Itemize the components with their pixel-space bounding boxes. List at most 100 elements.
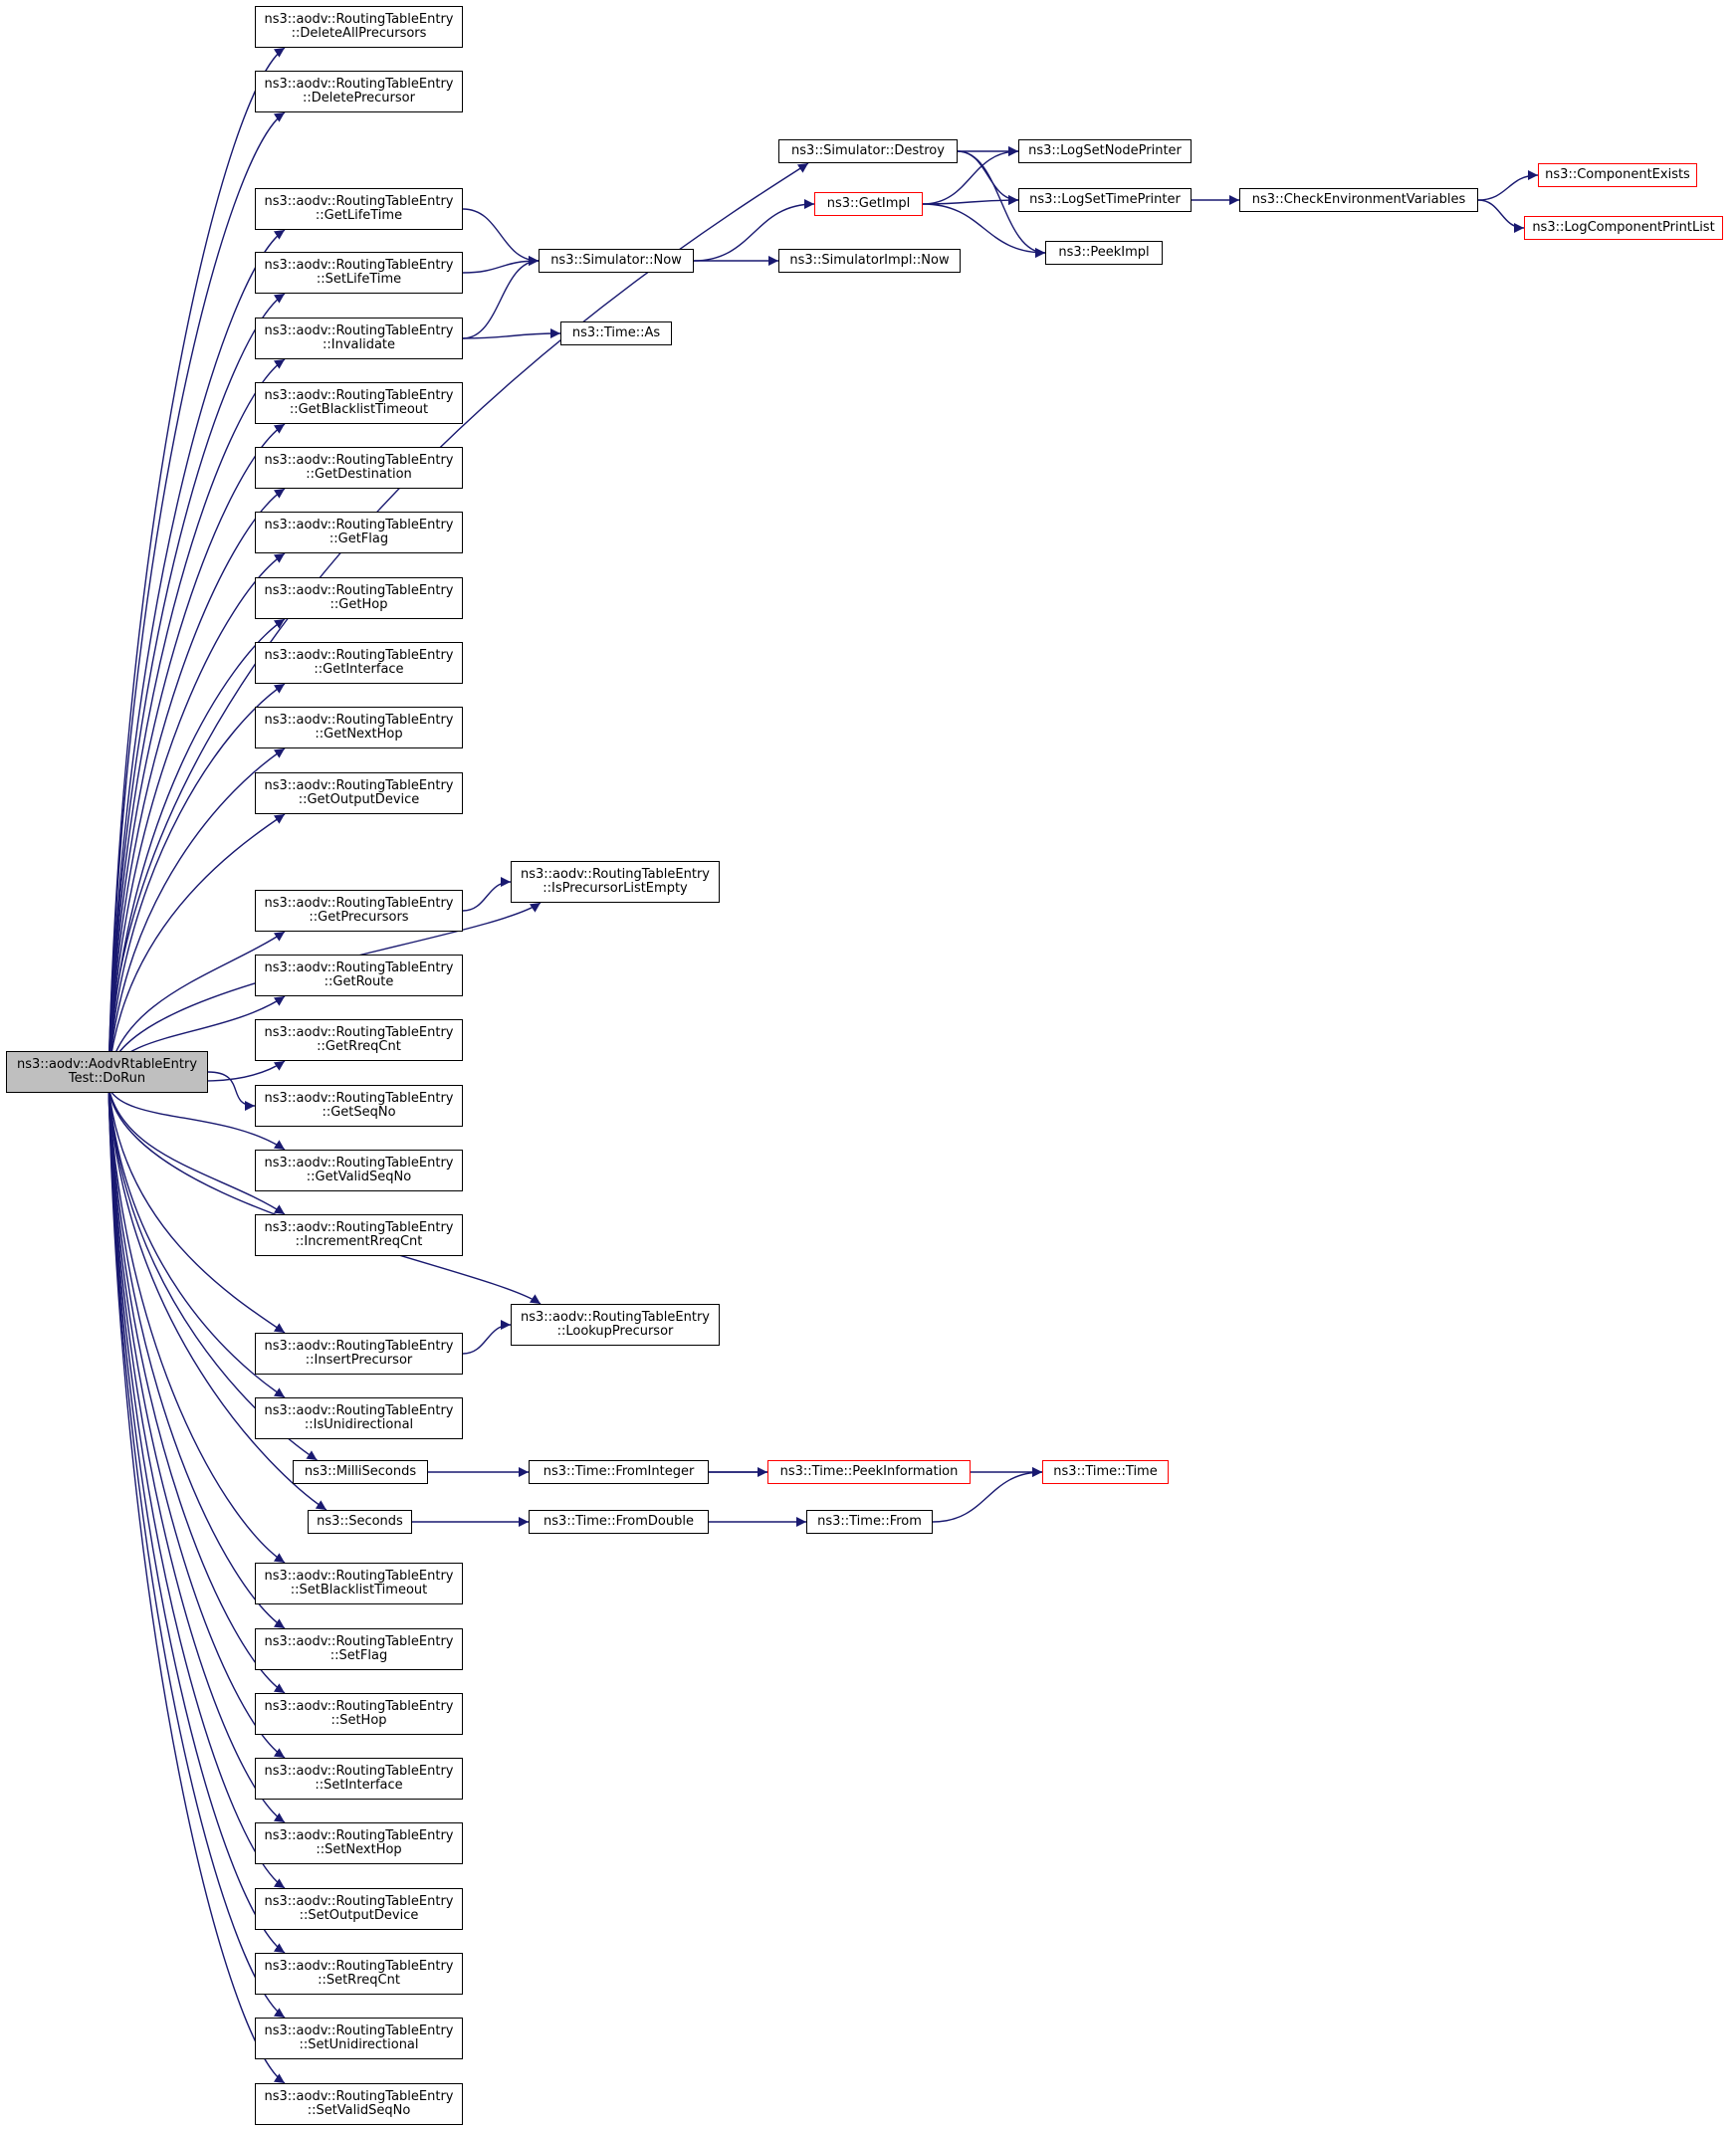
node-label-line: ns3::aodv::RoutingTableEntry xyxy=(264,778,454,793)
node-label-line: ::SetRreqCnt xyxy=(318,1973,400,1988)
node-label-line: ::SetFlag xyxy=(329,1648,388,1663)
node-insert-pre[interactable]: ns3::aodv::RoutingTableEntry::InsertPrec… xyxy=(255,1333,463,1375)
node-time-from[interactable]: ns3::Time::From xyxy=(806,1510,933,1534)
node-label-line: ::Invalidate xyxy=(322,337,396,352)
node-label-line: ::DeleteAllPrecursors xyxy=(291,26,427,41)
edge-root-to-getPre xyxy=(108,931,286,1076)
node-label-line: ::GetDestination xyxy=(306,467,412,482)
node-lookup-pre[interactable]: ns3::aodv::RoutingTableEntry::LookupPrec… xyxy=(511,1304,720,1346)
node-label-line: ns3::aodv::RoutingTableEntry xyxy=(520,1310,710,1325)
node-label-line: ns3::aodv::RoutingTableEntry xyxy=(264,2089,454,2104)
node-label-line: ns3::aodv::RoutingTableEntry xyxy=(264,1220,454,1235)
node-label-line: ns3::aodv::RoutingTableEntry xyxy=(264,1894,454,1909)
node-set-black[interactable]: ns3::aodv::RoutingTableEntry::SetBlackli… xyxy=(255,1563,463,1604)
node-inc-rreq[interactable]: ns3::aodv::RoutingTableEntry::IncrementR… xyxy=(255,1214,463,1256)
node-label-line: ns3::aodv::AodvRtableEntry xyxy=(16,1057,198,1072)
node-time-as[interactable]: ns3::Time::As xyxy=(560,321,672,345)
node-label-line: ns3::aodv::RoutingTableEntry xyxy=(264,518,454,532)
node-label-line: Test::DoRun xyxy=(68,1071,146,1086)
edge-root-to-getOut xyxy=(108,813,286,1076)
node-get-hop[interactable]: ns3::aodv::RoutingTableEntry::GetHop xyxy=(255,577,463,619)
node-set-flag[interactable]: ns3::aodv::RoutingTableEntry::SetFlag xyxy=(255,1628,463,1670)
node-get-life[interactable]: ns3::aodv::RoutingTableEntry::GetLifeTim… xyxy=(255,188,463,230)
node-label-line: ns3::aodv::RoutingTableEntry xyxy=(264,1091,454,1106)
node-label-line: ::InsertPrecursor xyxy=(305,1353,413,1368)
node-label-line: ns3::Time::FromInteger xyxy=(542,1464,695,1479)
node-sim-destroy[interactable]: ns3::Simulator::Destroy xyxy=(778,139,958,163)
node-label-line: ::GetPrecursors xyxy=(309,910,409,925)
node-log-node[interactable]: ns3::LogSetNodePrinter xyxy=(1018,139,1192,163)
edge-insertPre-to-lookupPre xyxy=(462,1320,512,1355)
node-label-line: ns3::aodv::RoutingTableEntry xyxy=(264,648,454,663)
node-time-time[interactable]: ns3::Time::Time xyxy=(1042,1460,1169,1484)
node-get-next[interactable]: ns3::aodv::RoutingTableEntry::GetNextHop xyxy=(255,707,463,748)
node-get-route[interactable]: ns3::aodv::RoutingTableEntry::GetRoute xyxy=(255,955,463,996)
node-seconds[interactable]: ns3::Seconds xyxy=(308,1510,412,1534)
node-peek-impl[interactable]: ns3::PeekImpl xyxy=(1045,241,1163,265)
node-label-line: ns3::aodv::RoutingTableEntry xyxy=(520,867,710,882)
node-get-pre[interactable]: ns3::aodv::RoutingTableEntry::GetPrecurs… xyxy=(255,890,463,932)
edge-getImpl-to-logNode xyxy=(922,146,1019,205)
node-label-line: ns3::aodv::RoutingTableEntry xyxy=(264,323,454,338)
node-set-hop[interactable]: ns3::aodv::RoutingTableEntry::SetHop xyxy=(255,1693,463,1735)
node-label-line: ::SetInterface xyxy=(315,1778,403,1793)
node-label-line: ns3::aodv::RoutingTableEntry xyxy=(264,1403,454,1418)
node-from-dbl[interactable]: ns3::Time::FromDouble xyxy=(529,1510,709,1534)
node-label-line: ::IsUnidirectional xyxy=(304,1417,414,1432)
node-label-line: ns3::Simulator::Destroy xyxy=(791,143,945,158)
node-get-iface[interactable]: ns3::aodv::RoutingTableEntry::GetInterfa… xyxy=(255,642,463,684)
node-check-env[interactable]: ns3::CheckEnvironmentVariables xyxy=(1239,188,1478,212)
node-label-line: ns3::aodv::RoutingTableEntry xyxy=(264,1569,454,1584)
node-get-seq[interactable]: ns3::aodv::RoutingTableEntry::GetSeqNo xyxy=(255,1085,463,1127)
node-get-black[interactable]: ns3::aodv::RoutingTableEntry::GetBlackli… xyxy=(255,382,463,424)
edge-simDestroy-to-logTime xyxy=(957,150,1019,205)
edge-checkEnv-to-logCompList xyxy=(1477,199,1525,233)
edge-getPre-to-isPreEmpty xyxy=(462,877,512,912)
node-del-pre[interactable]: ns3::aodv::RoutingTableEntry::DeletePrec… xyxy=(255,71,463,112)
node-sim-impl-now[interactable]: ns3::SimulatorImpl::Now xyxy=(778,249,961,273)
node-peek-info[interactable]: ns3::Time::PeekInformation xyxy=(767,1460,971,1484)
node-comp-exists[interactable]: ns3::ComponentExists xyxy=(1538,163,1697,187)
node-get-flag[interactable]: ns3::aodv::RoutingTableEntry::GetFlag xyxy=(255,512,463,553)
edge-root-to-simDestroy xyxy=(108,162,809,1076)
node-set-next[interactable]: ns3::aodv::RoutingTableEntry::SetNextHop xyxy=(255,1822,463,1864)
node-label-line: ns3::Seconds xyxy=(317,1514,403,1529)
edge-root-to-seconds xyxy=(108,1086,327,1511)
node-label-line: ns3::aodv::RoutingTableEntry xyxy=(264,1025,454,1040)
node-label-line: ns3::Simulator::Now xyxy=(550,253,682,268)
node-set-iface[interactable]: ns3::aodv::RoutingTableEntry::SetInterfa… xyxy=(255,1758,463,1800)
node-label-line: ns3::aodv::RoutingTableEntry xyxy=(264,1959,454,1974)
node-get-impl[interactable]: ns3::GetImpl xyxy=(814,192,923,216)
node-set-valid-seq[interactable]: ns3::aodv::RoutingTableEntry::SetValidSe… xyxy=(255,2083,463,2125)
node-from-int[interactable]: ns3::Time::FromInteger xyxy=(529,1460,709,1484)
node-set-life[interactable]: ns3::aodv::RoutingTableEntry::SetLifeTim… xyxy=(255,252,463,294)
edge-root-to-getIface xyxy=(108,683,286,1076)
node-milli[interactable]: ns3::MilliSeconds xyxy=(293,1460,428,1484)
node-get-dest[interactable]: ns3::aodv::RoutingTableEntry::GetDestina… xyxy=(255,447,463,489)
node-set-uni[interactable]: ns3::aodv::RoutingTableEntry::SetUnidire… xyxy=(255,2018,463,2059)
node-label-line: ::GetInterface xyxy=(314,662,404,677)
node-label-line: ::GetRoute xyxy=(324,974,394,989)
node-log-time[interactable]: ns3::LogSetTimePrinter xyxy=(1018,188,1192,212)
node-label-line: ns3::LogSetNodePrinter xyxy=(1028,143,1182,158)
node-sim-now[interactable]: ns3::Simulator::Now xyxy=(539,249,694,273)
node-label-line: ns3::aodv::RoutingTableEntry xyxy=(264,77,454,92)
node-get-out[interactable]: ns3::aodv::RoutingTableEntry::GetOutputD… xyxy=(255,772,463,814)
edge-getImpl-to-logTime xyxy=(922,195,1019,206)
node-del-all[interactable]: ns3::aodv::RoutingTableEntry::DeleteAllP… xyxy=(255,6,463,48)
node-set-out[interactable]: ns3::aodv::RoutingTableEntry::SetOutputD… xyxy=(255,1888,463,1930)
node-label-line: ::GetNextHop xyxy=(315,727,403,742)
node-label-line: ns3::aodv::RoutingTableEntry xyxy=(264,194,454,209)
node-get-valid-seq[interactable]: ns3::aodv::RoutingTableEntry::GetValidSe… xyxy=(255,1150,463,1191)
node-label-line: ns3::LogComponentPrintList xyxy=(1532,220,1715,235)
node-label-line: ns3::aodv::RoutingTableEntry xyxy=(264,2023,454,2038)
node-label-line: ns3::aodv::RoutingTableEntry xyxy=(264,1699,454,1714)
node-is-uni[interactable]: ns3::aodv::RoutingTableEntry::IsUnidirec… xyxy=(255,1397,463,1439)
node-log-comp-list[interactable]: ns3::LogComponentPrintList xyxy=(1524,216,1723,240)
node-set-rreq[interactable]: ns3::aodv::RoutingTableEntry::SetRreqCnt xyxy=(255,1953,463,1995)
node-label-line: ns3::aodv::RoutingTableEntry xyxy=(264,12,454,27)
node-label-line: ns3::GetImpl xyxy=(826,196,911,211)
node-invalidate[interactable]: ns3::aodv::RoutingTableEntry::Invalidate xyxy=(255,318,463,359)
node-get-rreq[interactable]: ns3::aodv::RoutingTableEntry::GetRreqCnt xyxy=(255,1019,463,1061)
node-is-pre-empty[interactable]: ns3::aodv::RoutingTableEntry::IsPrecurso… xyxy=(511,861,720,903)
